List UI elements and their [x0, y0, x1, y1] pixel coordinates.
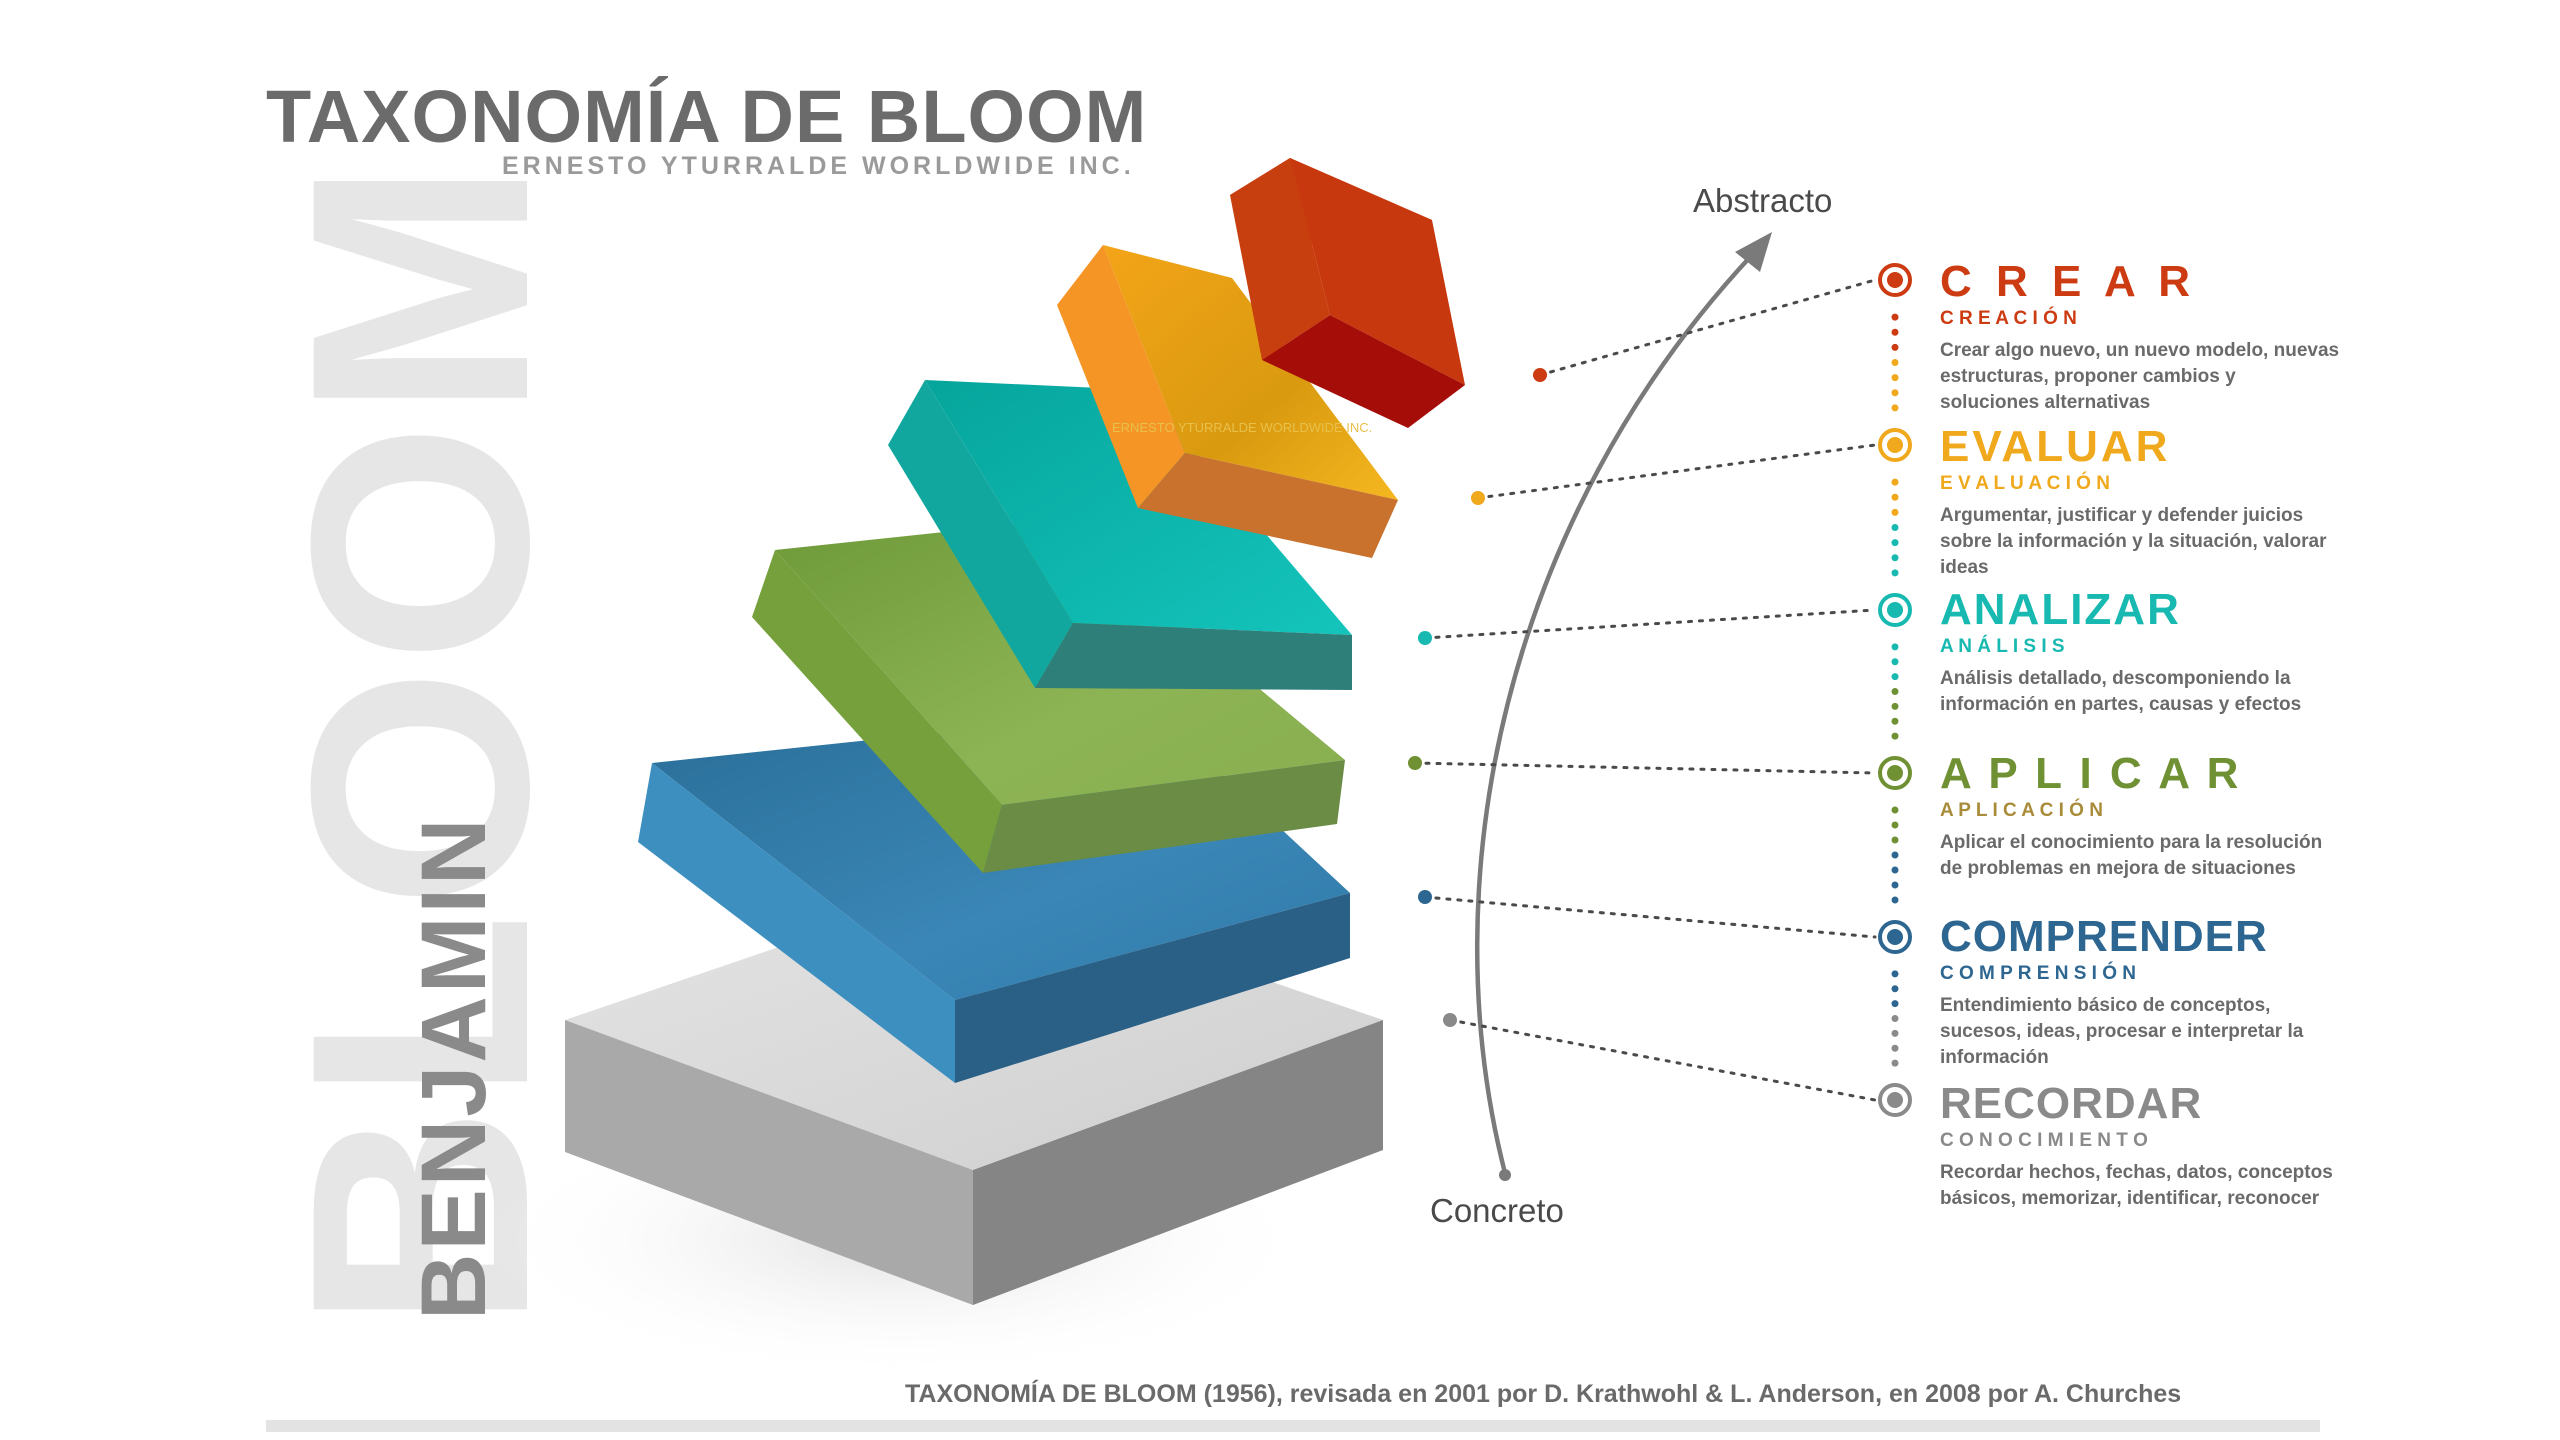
level-description: Argumentar, justificar y defender juicio…	[1940, 505, 2327, 578]
axis-arrowhead	[1735, 232, 1772, 272]
rail-dot	[1891, 404, 1899, 412]
connector-start-dot	[1443, 1013, 1457, 1027]
rail-dot	[1891, 539, 1899, 547]
rail-dot	[1891, 1000, 1899, 1008]
level-title: A P L I C A R	[1940, 749, 2242, 798]
rail-dot	[1891, 508, 1899, 516]
connector-lines	[1408, 278, 1877, 1102]
connector-line	[1476, 443, 1877, 500]
level-evaluar: EVALUAR E V A L U A C I Ó N Argumentar, …	[1940, 425, 2540, 581]
connector-start-dot	[1533, 368, 1547, 382]
level-marker-dot	[1887, 929, 1903, 945]
level-title: RECORDAR	[1940, 1079, 2203, 1128]
rail-dot	[1891, 806, 1899, 814]
level-analizar: ANALIZAR A N Á L I S I S Análisis detall…	[1940, 588, 2540, 718]
level-title: C R E A R	[1940, 257, 2197, 306]
level-title: EVALUAR	[1940, 422, 2171, 471]
level-marker-dot	[1887, 272, 1903, 288]
level-subtitle: A P L I C A C I Ó N	[1940, 800, 2103, 821]
level-recordar: RECORDAR C O N O C I M I E N T O Recorda…	[1940, 1082, 2540, 1212]
level-markers	[1878, 263, 1912, 1117]
level-subtitle: C O M P R E N S I Ó N	[1940, 963, 2137, 984]
level-description: Entendimiento básico de conceptos, suces…	[1940, 995, 2304, 1068]
cube-watermark: ERNESTO YTURRALDE WORLDWIDE INC.	[1112, 420, 1372, 435]
level-crear: C R E A R C R E A C I Ó N Crear algo nue…	[1940, 260, 2540, 416]
rail-dot	[1891, 836, 1899, 844]
level-marker-dot	[1887, 437, 1903, 453]
rail-dot	[1891, 970, 1899, 978]
abstraction-axis	[1474, 253, 1754, 1174]
level-description: Recordar hechos, fechas, datos, concepto…	[1940, 1162, 2333, 1209]
rail-dot	[1891, 554, 1899, 562]
rail-dot	[1891, 732, 1899, 740]
level-subtitle: E V A L U A C I Ó N	[1940, 473, 2110, 494]
rail-dot	[1891, 524, 1899, 531]
rail-dot	[1891, 313, 1899, 321]
level-rail	[1891, 313, 1899, 1067]
connector-start-dot	[1418, 631, 1432, 645]
rail-dot	[1891, 821, 1899, 829]
page-subtitle: ERNESTO YTURRALDE WORLDWIDE INC.	[502, 152, 1135, 180]
connector-start-dot	[1418, 890, 1432, 904]
level-aplicar: A P L I C A R A P L I C A C I Ó N Aplica…	[1940, 752, 2540, 882]
level-marker-dot	[1887, 602, 1903, 618]
level-marker-dot	[1887, 765, 1903, 781]
rail-dot	[1891, 702, 1899, 710]
level-description: Crear algo nuevo, un nuevo modelo, nueva…	[1940, 340, 2340, 413]
rail-dot	[1891, 569, 1899, 577]
connector-line	[1423, 608, 1877, 640]
rail-dot	[1891, 389, 1899, 397]
connector-line	[1423, 895, 1877, 939]
level-subtitle: C O N O C I M I E N T O	[1940, 1130, 2148, 1151]
level-title: ANALIZAR	[1940, 585, 2181, 634]
rail-dot	[1891, 493, 1899, 501]
rail-dot	[1891, 328, 1899, 336]
rail-dot	[1891, 896, 1899, 904]
level-marker-dot	[1887, 1092, 1903, 1108]
rail-dot	[1891, 851, 1899, 859]
level-subtitle: A N Á L I S I S	[1940, 636, 2065, 657]
rail-dot	[1891, 658, 1899, 666]
connector-start-dot	[1471, 491, 1485, 505]
page-title: TAXONOMÍA DE BLOOM	[266, 75, 1148, 158]
connector-start-dot	[1408, 756, 1422, 770]
rail-dot	[1891, 985, 1899, 993]
rail-dot	[1891, 1059, 1899, 1067]
axis-label-concreto: Concreto	[1430, 1192, 1564, 1229]
level-description: Aplicar el conocimiento para la resoluci…	[1940, 832, 2323, 879]
level-subtitle: C R E A C I Ó N	[1940, 308, 2077, 329]
rail-dot	[1891, 1015, 1899, 1022]
rail-dot	[1891, 374, 1899, 382]
axis-origin-dot	[1499, 1169, 1511, 1181]
connector-line	[1538, 278, 1877, 377]
connector-line	[1413, 761, 1877, 775]
rail-dot	[1891, 643, 1899, 651]
rail-dot	[1891, 1044, 1899, 1052]
connector-line	[1448, 1018, 1877, 1102]
rail-dot	[1891, 673, 1899, 681]
rail-dot	[1891, 1029, 1899, 1037]
level-description: Análisis detallado, descomponiendo la in…	[1940, 668, 2302, 715]
rail-dot	[1891, 343, 1899, 351]
rail-dot	[1891, 359, 1899, 366]
block-crear	[1230, 158, 1465, 428]
level-title: COMPRENDER	[1940, 912, 2268, 961]
rail-dot	[1891, 717, 1899, 725]
rail-dot	[1891, 881, 1899, 889]
rail-dot	[1891, 478, 1899, 486]
block-evaluar: ERNESTO YTURRALDE WORLDWIDE INC.	[1057, 245, 1398, 558]
rail-dot	[1891, 866, 1899, 874]
level-comprender: COMPRENDER C O M P R E N S I Ó N Entendi…	[1940, 915, 2540, 1071]
rail-dot	[1891, 688, 1899, 695]
footer-credit: TAXONOMÍA DE BLOOM (1956), revisada en 2…	[905, 1380, 2182, 1408]
axis-label-abstracto: Abstracto	[1693, 182, 1833, 219]
footer-bar	[266, 1420, 2320, 1432]
